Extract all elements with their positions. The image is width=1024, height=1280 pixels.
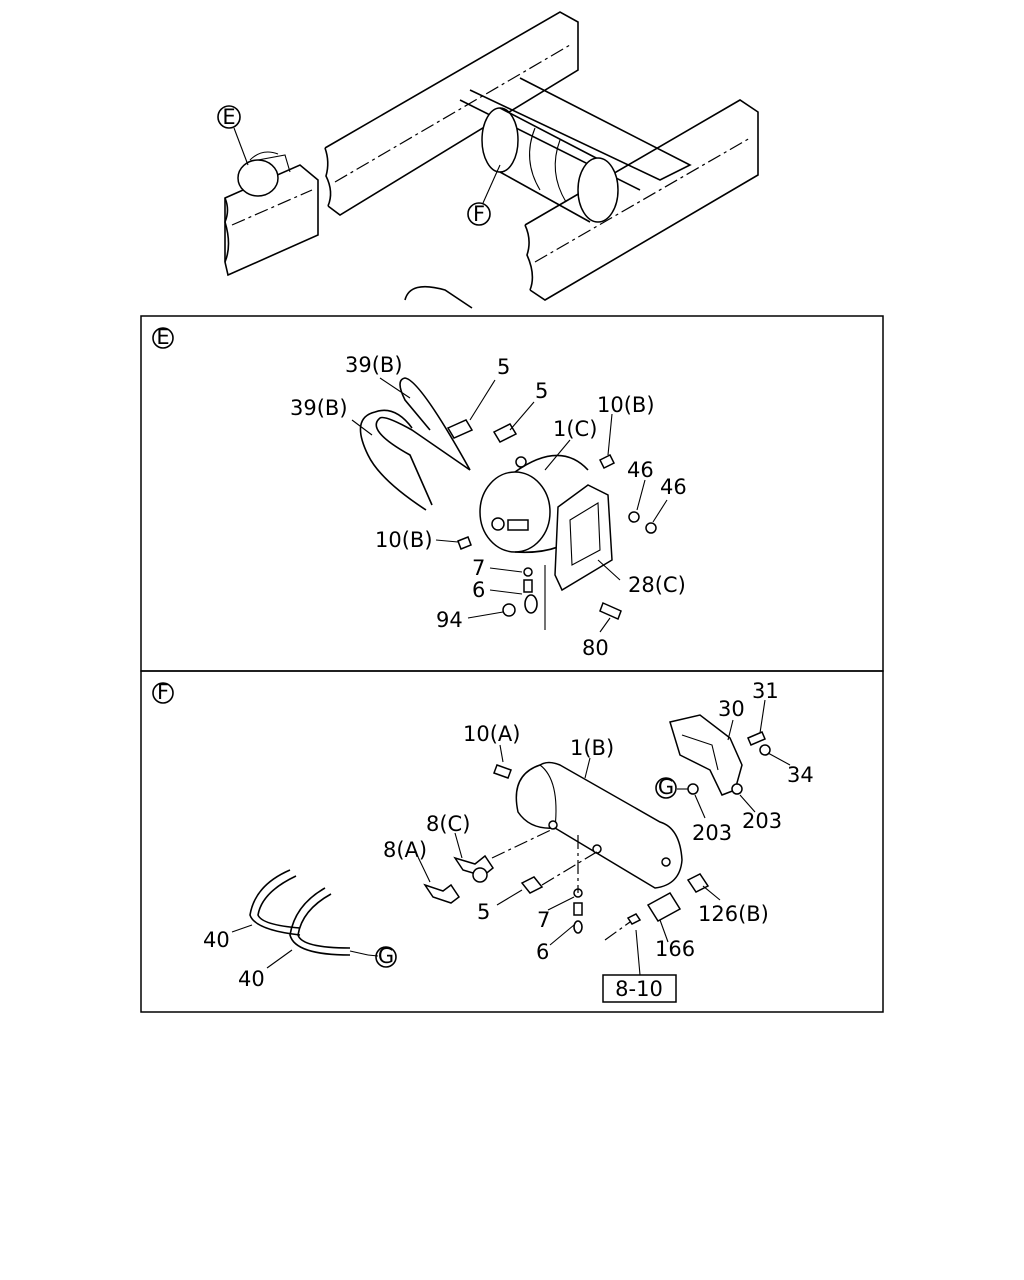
callout-g-upper: G bbox=[658, 775, 674, 799]
label-10a: 10(A) bbox=[463, 722, 520, 746]
reference-box-label: 8-10 bbox=[615, 977, 663, 1001]
label-40-lower: 40 bbox=[238, 967, 265, 991]
callout-g-lower: G bbox=[378, 944, 394, 968]
strap-40 bbox=[249, 869, 369, 956]
label-34: 34 bbox=[787, 763, 814, 787]
label-5-right: 5 bbox=[535, 379, 548, 403]
label-203-left: 203 bbox=[692, 821, 732, 845]
label-39b-upper: 39(B) bbox=[345, 353, 403, 377]
label-28c: 28(C) bbox=[628, 573, 686, 597]
chassis-overview: E F bbox=[217, 11, 759, 301]
label-1b: 1(B) bbox=[570, 736, 614, 760]
label-6: 6 bbox=[536, 940, 549, 964]
panel-e-tag: E bbox=[156, 325, 169, 349]
label-80: 80 bbox=[582, 636, 609, 660]
label-203-right: 203 bbox=[742, 809, 782, 833]
label-8c: 8(C) bbox=[426, 812, 470, 836]
panel-f-leaders bbox=[231, 699, 791, 976]
label-8a: 8(A) bbox=[383, 838, 427, 862]
label-46-upper: 46 bbox=[627, 458, 654, 482]
label-46-lower: 46 bbox=[660, 475, 687, 499]
label-94: 94 bbox=[436, 608, 463, 632]
panel-e: E bbox=[140, 285, 884, 672]
label-7: 7 bbox=[537, 908, 550, 932]
label-31: 31 bbox=[752, 679, 779, 703]
label-6: 6 bbox=[472, 578, 485, 602]
u-bolt-39b bbox=[359, 285, 473, 511]
panel-f-frame bbox=[140, 670, 884, 1013]
panel-f-tag: F bbox=[157, 680, 169, 704]
reference-box[interactable] bbox=[602, 974, 677, 1003]
label-10b-right: 10(B) bbox=[597, 393, 655, 417]
label-166: 166 bbox=[655, 937, 695, 961]
label-5: 5 bbox=[477, 900, 490, 924]
label-126b: 126(B) bbox=[698, 902, 769, 926]
panel-e-leaders bbox=[351, 377, 668, 633]
label-30: 30 bbox=[718, 697, 745, 721]
tank-1b bbox=[515, 761, 683, 889]
label-40-upper: 40 bbox=[203, 928, 230, 952]
label-5-left: 5 bbox=[497, 355, 510, 379]
label-1c: 1(C) bbox=[553, 417, 597, 441]
label-7: 7 bbox=[472, 556, 485, 580]
panel-f: F bbox=[140, 670, 884, 1013]
callout-f: F bbox=[473, 202, 485, 226]
callout-e: E bbox=[222, 105, 235, 129]
label-39b-lower: 39(B) bbox=[290, 396, 348, 420]
label-10b-left: 10(B) bbox=[375, 528, 433, 552]
